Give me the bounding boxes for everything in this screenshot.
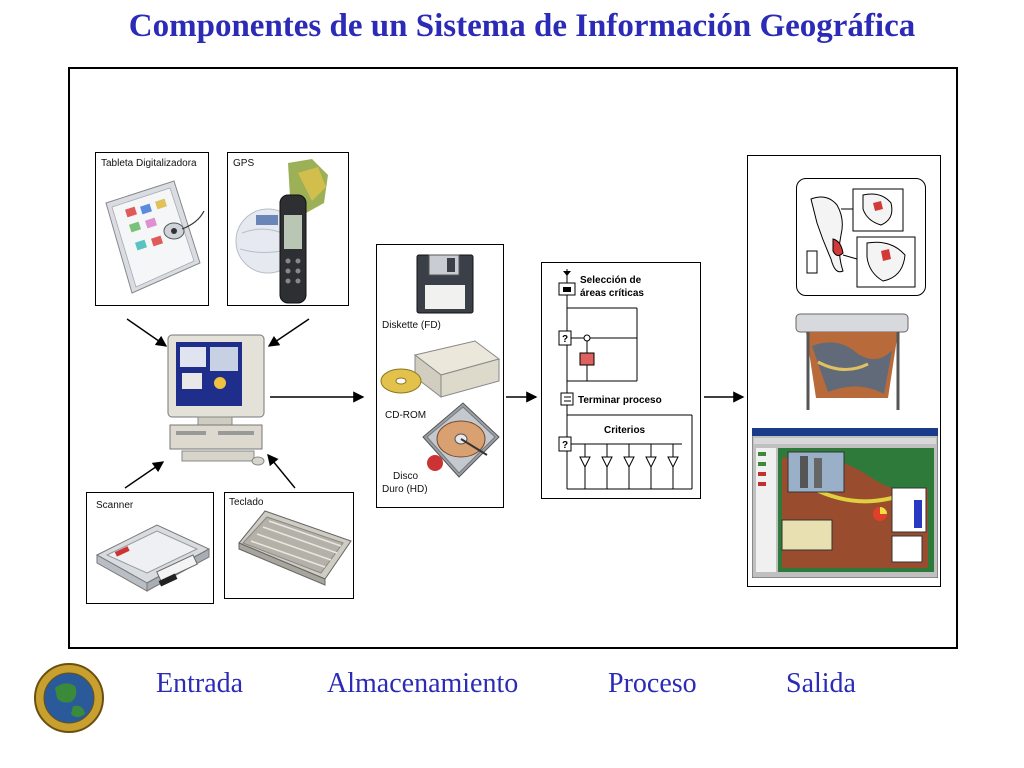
cdrom-drive-icon — [380, 340, 501, 399]
gps-label: GPS — [233, 158, 255, 169]
process-box: Selección de áreas críticas ? Terminar p… — [541, 262, 701, 499]
map-panel — [796, 178, 926, 296]
plotter-icon — [795, 313, 909, 410]
cdrom-label: CD-ROM — [385, 410, 427, 421]
computer-icon — [167, 334, 265, 466]
process-step1-line2: áreas críticas — [580, 288, 644, 299]
disk-label-line2: Duro (HD) — [382, 484, 428, 495]
scanner-icon — [95, 524, 211, 592]
gis-software-screenshot — [752, 428, 938, 578]
svg-text:?: ? — [562, 334, 568, 345]
arrow-gps-to-computer — [267, 318, 310, 347]
process-flowchart: Selección de áreas críticas ? Terminar p… — [558, 269, 693, 490]
svg-text:?: ? — [562, 440, 568, 451]
scanner-box: Scanner — [86, 492, 214, 604]
process-step1-line1: Selección de — [580, 275, 642, 286]
stage-label-output: Salida — [786, 668, 856, 699]
arrow-tablet-to-computer — [126, 318, 168, 347]
map-icon — [806, 188, 916, 288]
process-step3: Criterios — [604, 425, 646, 436]
stage-label-input: Entrada — [156, 668, 244, 699]
storage-box: Diskette (FD) CD-ROM Disco Duro (HD) — [376, 244, 504, 508]
process-step2: Terminar proceso — [578, 395, 662, 406]
arrow-scanner-to-computer — [124, 461, 165, 489]
tablet-label: Tableta Digitalizadora — [101, 158, 197, 169]
scanner-label: Scanner — [96, 500, 134, 511]
keyboard-box: Teclado — [224, 492, 354, 599]
disk-label-line1: Disco — [393, 471, 419, 482]
digitizer-tablet-icon — [105, 180, 205, 294]
keyboard-label: Teclado — [229, 497, 264, 508]
stage-label-process: Proceso — [608, 668, 697, 699]
university-seal-logo — [34, 663, 104, 733]
tablet-box: Tableta Digitalizadora — [95, 152, 209, 306]
arrow-keyboard-to-computer — [267, 453, 296, 489]
output-box — [747, 155, 941, 587]
keyboard-icon — [238, 510, 352, 586]
gps-box: GPS — [227, 152, 349, 306]
hard-disk-icon — [422, 402, 500, 478]
stage-label-storage: Almacenamiento — [327, 668, 519, 699]
diskette-icon — [416, 254, 474, 314]
page-title: Componentes de un Sistema de Información… — [128, 8, 916, 44]
gps-device-icon — [235, 159, 328, 304]
diskette-label: Diskette (FD) — [382, 320, 441, 331]
